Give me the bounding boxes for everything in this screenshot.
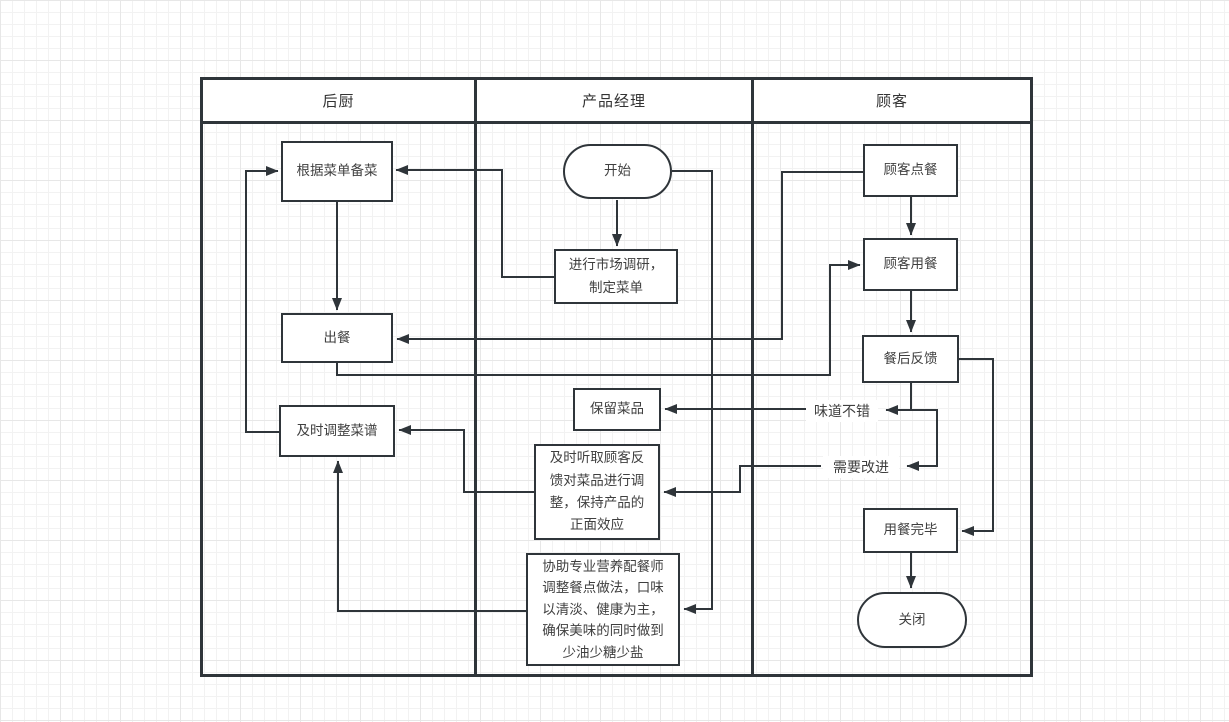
lane-title: 产品经理 [581,93,646,110]
node-label: 顾客点餐 [883,162,938,178]
node-dine[interactable]: 顾客用餐 [863,238,958,291]
edge-feedback-done[interactable] [959,358,994,536]
lane-kitchen[interactable] [203,124,477,674]
node-label: 餐后反馈 [883,350,938,366]
lane-header-kitchen[interactable]: 后厨 [203,80,477,124]
label-taste-good[interactable]: 味道不错 [806,400,878,422]
node-label: 协助专业营养配餐师 调整餐点做法，口味 以清淡、健康为主， 确保美味的同时做到 … [542,558,664,660]
swimlane-pool[interactable]: 后厨 产品经理 顾客 [200,77,1033,677]
node-label: 及时听取顾客反 馈对菜品进行调 整，保持产品的 正面效应 [549,450,645,533]
node-adjust-menu[interactable]: 及时调整菜谱 [279,405,395,457]
node-done[interactable]: 用餐完毕 [863,508,958,553]
edge-serve-dine[interactable] [336,260,861,376]
node-label: 顾客用餐 [883,256,938,272]
node-research[interactable]: 进行市场调研， 制定菜单 [554,249,678,304]
lane-title: 顾客 [875,93,908,110]
node-label: 根据菜单备菜 [296,163,378,179]
node-assist[interactable]: 协助专业营养配餐师 调整餐点做法，口味 以清淡、健康为主， 确保美味的同时做到 … [526,553,680,666]
edge-needimprove-listen[interactable] [663,465,821,497]
edge-research-prepare[interactable] [395,165,554,278]
edge-adjustmenu-prepare[interactable] [245,166,279,433]
node-label: 进行市场调研， 制定菜单 [568,257,664,295]
node-label: 保留菜品 [590,401,644,417]
node-prepare[interactable]: 根据菜单备菜 [281,141,393,202]
pool-header-row: 后厨 产品经理 顾客 [203,80,1030,124]
edge-assist-adjustmenu[interactable] [333,460,526,612]
node-keep[interactable]: 保留菜品 [573,388,661,431]
lane-header-customer[interactable]: 顾客 [754,80,1030,124]
edge-feedback-needimprove[interactable] [906,409,938,471]
lane-title: 后厨 [322,93,355,110]
edge-listen-adjustmenu[interactable] [398,425,534,493]
label-need-improve[interactable]: 需要改进 [823,456,899,478]
node-label: 开始 [604,163,631,179]
node-feedback[interactable]: 餐后反馈 [862,335,959,383]
node-label: 出餐 [323,329,351,345]
lane-header-product-manager[interactable]: 产品经理 [477,80,754,124]
edge-start-assist[interactable] [672,170,713,614]
pool-body [203,124,1030,674]
node-start[interactable]: 开始 [563,144,672,199]
node-label: 关闭 [898,611,926,627]
node-order[interactable]: 顾客点餐 [863,144,958,197]
node-label: 及时调整菜谱 [296,422,378,438]
node-serve[interactable]: 出餐 [281,313,393,363]
node-listen[interactable]: 及时听取顾客反 馈对菜品进行调 整，保持产品的 正面效应 [534,444,660,540]
node-close[interactable]: 关闭 [857,592,967,648]
node-label: 用餐完毕 [883,522,938,538]
label-text: 味道不错 [814,403,870,419]
label-text: 需要改进 [833,459,889,475]
edge-order-serve[interactable] [396,171,863,344]
lane-product-manager[interactable] [477,124,754,674]
